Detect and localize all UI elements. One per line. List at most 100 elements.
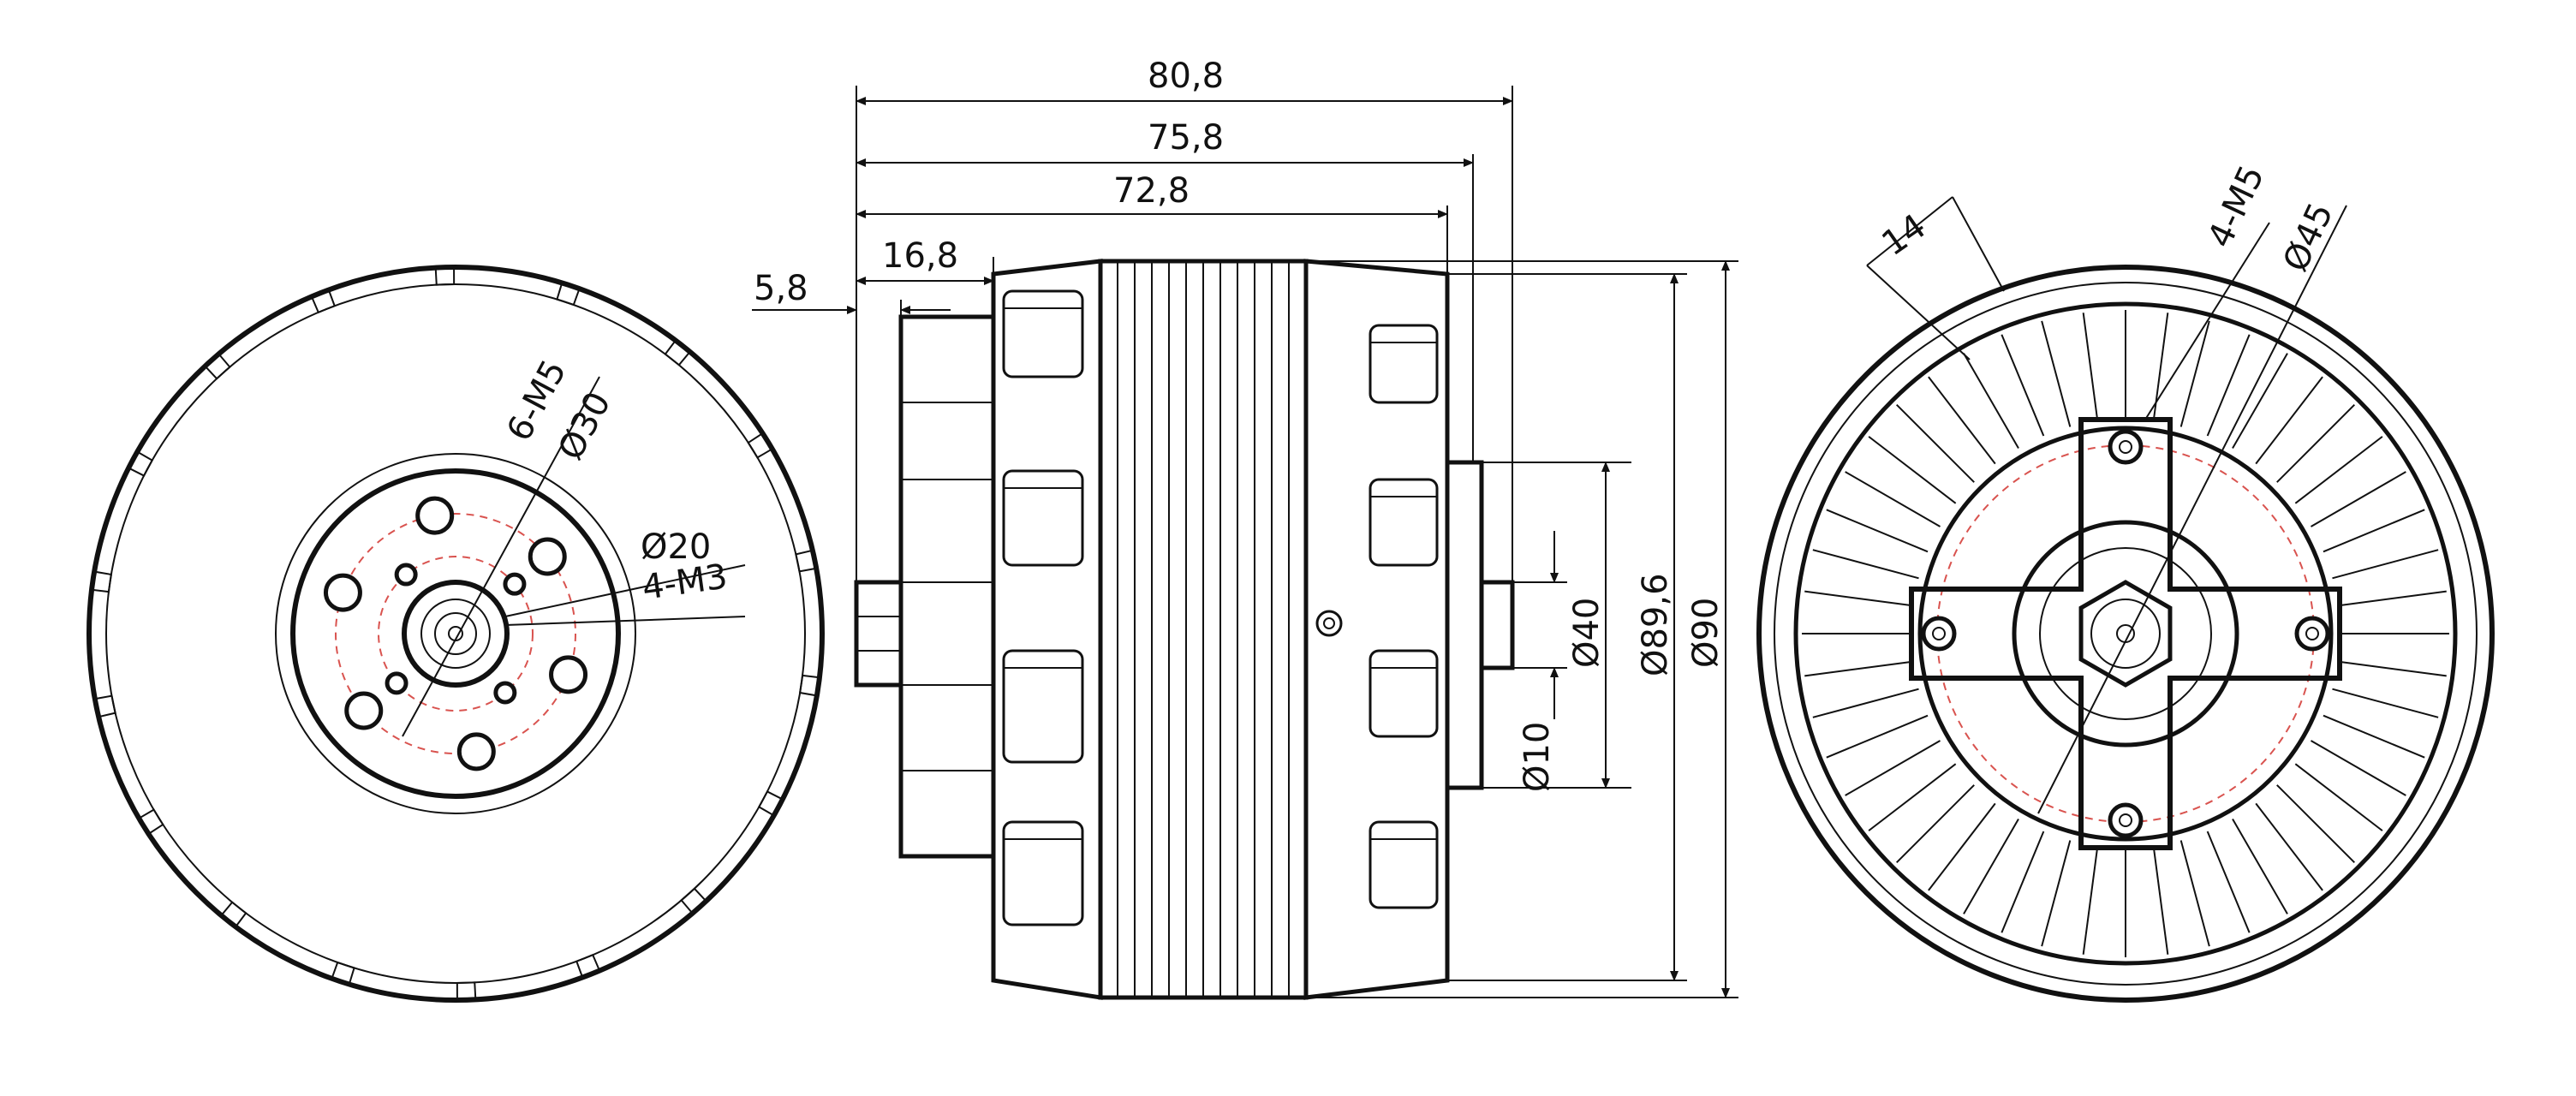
rear-fin — [2001, 334, 2045, 437]
rim-slot — [90, 570, 113, 593]
rear-fin — [1896, 784, 1975, 863]
m5-rear-holes — [1921, 429, 2330, 838]
dim-line-14 — [1866, 196, 1953, 266]
rear-m5-hole-inner — [2305, 627, 2319, 640]
rim-slot — [93, 694, 116, 718]
rim-slot — [203, 352, 231, 380]
dim-80-8: 80,8 — [1148, 57, 1224, 96]
rear-fin — [2206, 831, 2251, 933]
front-leader-3 — [504, 616, 746, 626]
m5-hole — [549, 655, 588, 694]
dimensions: 80,8 75,8 72,8 16,8 5,8 Ø10 Ø40 Ø89,6 Ø9… — [752, 57, 1738, 998]
rear-fin — [2337, 660, 2447, 677]
rear-m5-hole-inner — [2119, 813, 2132, 827]
rear-fin — [2152, 845, 2169, 955]
rear-cooling-fins — [1802, 310, 2449, 957]
rear-fin — [2311, 471, 2406, 527]
rear-fin — [2276, 784, 2355, 863]
dim-dia40: Ø40 — [1567, 598, 1607, 668]
rear-fin — [2232, 353, 2288, 449]
label-14: 14 — [1875, 206, 1933, 264]
vent-window — [1368, 478, 1439, 567]
rim-slot — [137, 808, 164, 836]
rim-slot — [680, 887, 708, 915]
rear-fin — [1826, 509, 1929, 553]
rear-fin — [2255, 376, 2323, 465]
front-leader-1 — [402, 376, 600, 737]
dim-dia90: Ø90 — [1686, 598, 1726, 668]
rear-fin — [2082, 313, 2099, 422]
m5-hole — [415, 496, 455, 535]
label-dia30: Ø30 — [551, 385, 618, 466]
m5-holes — [323, 496, 588, 771]
rear-fin — [2255, 802, 2323, 891]
rear-fin — [1804, 660, 1914, 677]
rear-fin — [1896, 404, 1975, 483]
rim-slot — [757, 790, 784, 817]
rear-fin — [1928, 376, 1996, 465]
dim-16-8: 16,8 — [882, 236, 958, 276]
rear-m5-hole-inner — [1932, 627, 1946, 640]
m5-hole — [456, 732, 496, 771]
hub-ring — [420, 599, 491, 669]
front-inner-rim — [105, 283, 806, 984]
rim-slot — [310, 289, 336, 314]
dim-72-8: 72,8 — [1113, 171, 1190, 211]
rear-m5-hole — [1921, 616, 1957, 652]
rear-shaft — [1479, 580, 1515, 670]
rear-fin — [1845, 740, 1941, 796]
rim-slot — [456, 981, 477, 1002]
rear-fin — [2294, 436, 2383, 504]
rear-fin — [1812, 549, 1919, 580]
label-dia20: Ø20 — [641, 527, 711, 567]
rear-fin — [2332, 688, 2439, 718]
rim-slot — [795, 549, 818, 573]
m5-hole — [528, 537, 567, 576]
rear-fin — [2179, 320, 2210, 427]
mount-plate — [290, 468, 621, 799]
side-view — [854, 259, 1515, 1000]
rear-fin — [2041, 320, 2072, 427]
rear-view: 14 4-M5 Ø45 — [1756, 159, 2495, 1003]
rim-slot — [331, 961, 355, 986]
rim-slot — [575, 953, 601, 979]
rear-fin — [2001, 831, 2045, 933]
rear-cross-mount — [1909, 417, 2342, 850]
vent-window — [1002, 289, 1084, 378]
dim-75-8: 75,8 — [1148, 118, 1224, 158]
rim-slots — [90, 265, 821, 1002]
rear-rim-inner — [1774, 282, 2478, 986]
rear-fin — [1804, 590, 1914, 607]
rim-slot — [664, 339, 692, 366]
rear-fin — [2179, 840, 2210, 947]
rear-fin — [2082, 845, 2099, 955]
rear-fin — [1868, 763, 1957, 831]
m3-hole — [394, 563, 418, 587]
rear-fin — [1963, 353, 2019, 449]
rear-fin — [1928, 802, 1996, 891]
rear-boss — [1445, 460, 1484, 790]
rear-fin — [2323, 509, 2425, 553]
rim-slot — [127, 450, 154, 477]
center-hub — [402, 580, 510, 688]
dim-5-8: 5,8 — [754, 269, 808, 308]
m5-hole — [344, 691, 384, 730]
dim-dia89-6: Ø89,6 — [1636, 573, 1675, 676]
leader-4m5 — [2144, 222, 2270, 420]
rim-slot — [556, 282, 581, 307]
m3-holes — [385, 563, 527, 705]
rear-fin — [1963, 819, 2019, 914]
mount-plate-outer — [275, 453, 636, 814]
m5-hole — [323, 573, 362, 612]
shaft-nut — [854, 580, 903, 688]
rim-slot — [434, 265, 456, 286]
vent-window — [1002, 469, 1084, 567]
vent-window — [1368, 324, 1439, 404]
rear-fin — [2152, 313, 2169, 422]
rear-hub-ring — [2039, 547, 2212, 720]
rear-fin — [2311, 740, 2406, 796]
m3-hole — [385, 671, 408, 695]
rear-fin — [1812, 688, 1919, 718]
dim-dia10: Ø10 — [1518, 722, 1557, 792]
rear-fin — [2323, 714, 2425, 759]
